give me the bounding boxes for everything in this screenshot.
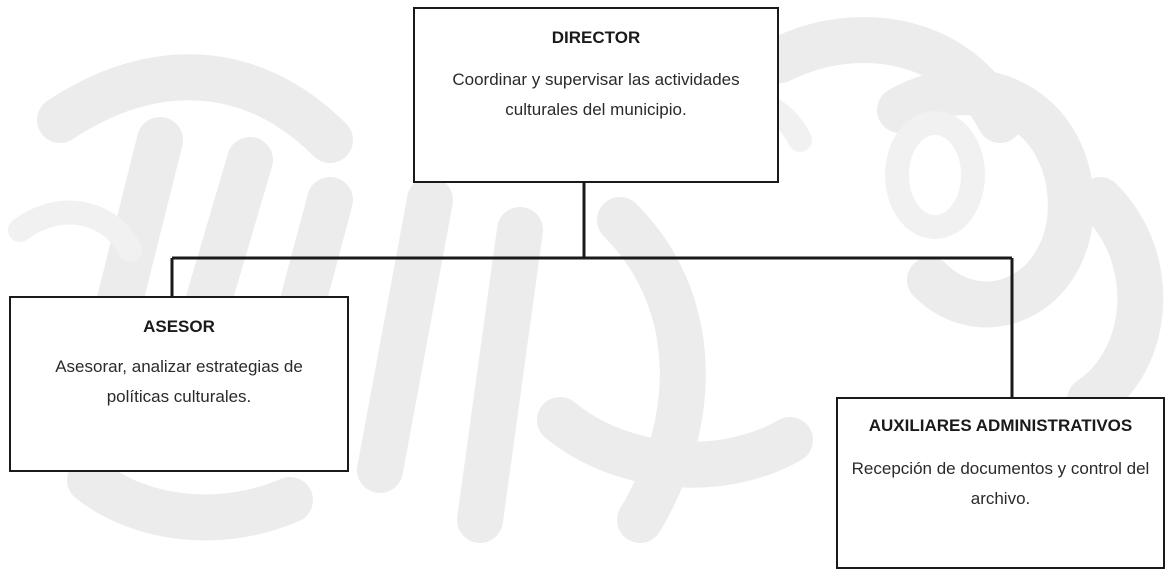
asesor-title: ASESOR (143, 317, 215, 336)
asesor-box: ASESOR Asesorar, analizar estrategias de… (9, 296, 349, 472)
watermark-stroke (97, 117, 183, 323)
director-title: DIRECTOR (551, 28, 641, 47)
auxiliares-box: AUXILIARES ADMINISTRATIVOS Recepción de … (836, 397, 1165, 569)
auxiliares-title: AUXILIARES ADMINISTRATIVOS (868, 416, 1133, 435)
watermark-stroke (457, 207, 543, 543)
director-box: DIRECTOR Coordinar y supervisar las acti… (413, 7, 779, 183)
director-description: Coordinar y supervisar las actividades c… (452, 70, 740, 119)
watermark-stroke (67, 457, 313, 541)
watermark-stroke (537, 397, 813, 488)
auxiliares-description: Recepción de documentos y control del ar… (851, 459, 1150, 508)
watermark-stroke (8, 200, 142, 262)
watermark-stroke (877, 69, 1094, 328)
watermark-stroke (357, 177, 453, 493)
asesor-description: Asesorar, analizar estrategias de políti… (55, 357, 303, 406)
watermark-stroke (37, 54, 353, 163)
watermark-eye (885, 111, 985, 239)
watermark-stroke (1067, 177, 1164, 423)
